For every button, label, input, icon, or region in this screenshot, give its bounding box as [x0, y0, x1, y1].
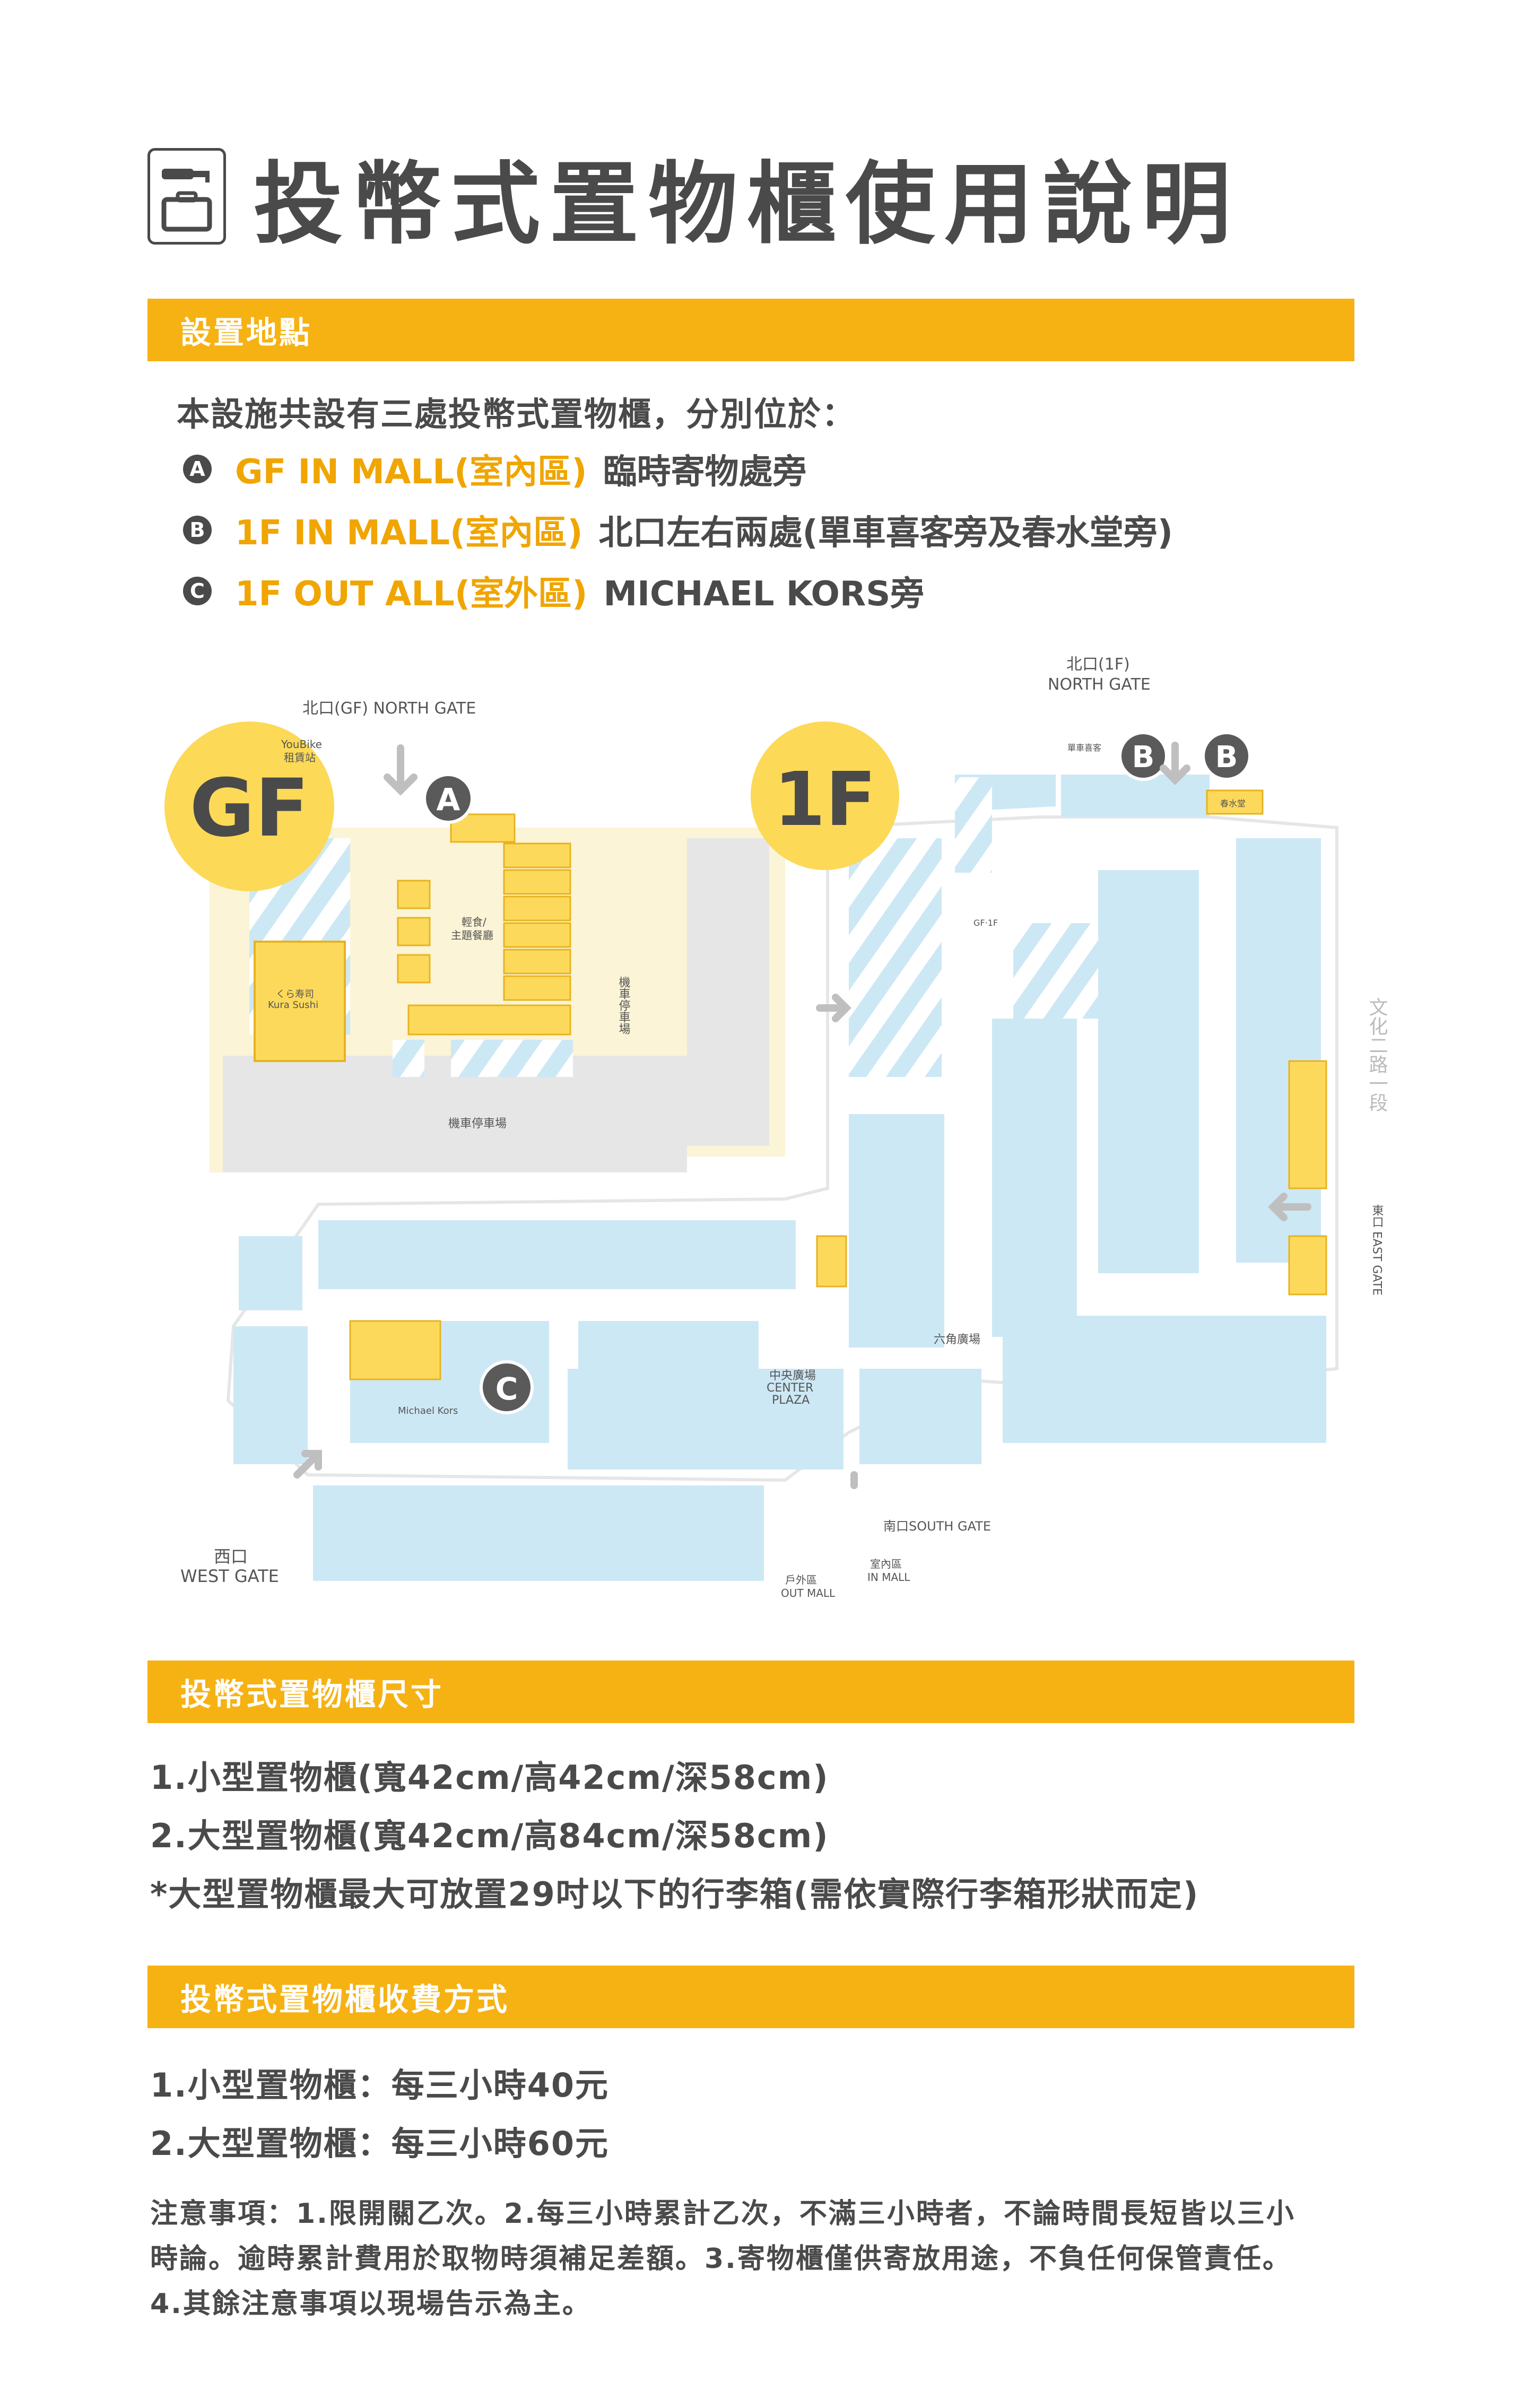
west-gate-zh: 西口: [214, 1546, 248, 1567]
location-item-c: C 1F OUT ALL(室外區) MICHAEL KORS旁: [183, 567, 924, 615]
badge-b-icon: B: [183, 516, 212, 544]
center-plaza-en2: PLAZA: [772, 1394, 810, 1407]
size-line-3: *大型置物櫃最大可放置29吋以下的行李箱(需依實際行李箱形狀而定): [150, 1875, 1199, 1914]
marker-b-right: B: [1202, 731, 1251, 781]
gf1f-label: GF·1F: [973, 918, 998, 928]
in-mall-en: IN MALL: [867, 1571, 910, 1584]
in-mall-zh: 室內區: [870, 1558, 902, 1570]
arrow-right-icon: [816, 994, 851, 1022]
notes-line-2: 時論。逾時累計費用於取物時須補足差額。3.寄物櫃僅供寄放用途，不負任何保管責任。: [150, 2243, 1292, 2275]
marker-b-left: B: [1118, 731, 1168, 781]
road-name-label: 文化二路一段: [1366, 997, 1388, 1112]
svg-text:C: C: [495, 1371, 518, 1407]
section-header-location: 設置地點: [147, 299, 1354, 361]
mall-map: GF 1F A B B C 北口(GF) NORTH GATE YouBike …: [164, 655, 1388, 1599]
1f-badge-text: 1F: [773, 757, 876, 843]
svg-text:B: B: [1215, 740, 1238, 775]
size-line-2: 2.大型置物櫃(寬42cm/高84cm/深58cm): [150, 1816, 829, 1855]
gf-north-gate-label: 北口(GF) NORTH GATE: [302, 699, 476, 718]
arrow-down-icon: [384, 744, 418, 796]
bike-shop-label: 單車喜客: [1067, 743, 1101, 753]
location-intro: 本設施共設有三處投幣式置物櫃，分別位於：: [177, 395, 856, 433]
notes-line-1: 注意事項：1.限開關乙次。2.每三小時累計乙次，不滿三小時者，不論時間長短皆以三…: [150, 2198, 1295, 2230]
size-line-1: 1.小型置物櫃(寬42cm/高42cm/深58cm): [150, 1758, 829, 1797]
east-gate-label: 東口 EAST GATE: [1370, 1204, 1384, 1296]
title-row: 投幣式置物櫃使用說明: [147, 143, 1240, 256]
youbike-label-2: 租賃站: [284, 751, 316, 764]
hexagon-plaza-label: 六角廣場: [934, 1333, 980, 1346]
section-header-size: 投幣式置物櫃尺寸: [147, 1661, 1354, 1723]
fee-line-2: 2.大型置物櫃：每三小時60元: [150, 2124, 609, 2163]
arrow-down-icon: [1160, 742, 1190, 785]
north-gate-1f-en: NORTH GATE: [1048, 675, 1151, 694]
tea-shop-label: 春水堂: [1220, 798, 1246, 809]
fee-line-1: 1.小型置物櫃：每三小時40元: [150, 2066, 609, 2105]
out-mall-en: OUT MALL: [781, 1587, 836, 1599]
north-gate-1f-zh: 北口(1F): [1066, 655, 1130, 674]
location-c-text: MICHAEL KORS旁: [603, 575, 925, 614]
light-meal-label: 輕食/: [462, 916, 486, 928]
kura-label-2: Kura Sushi: [268, 999, 318, 1011]
south-gate-label: 南口SOUTH GATE: [883, 1519, 991, 1534]
locker-icon: [147, 148, 226, 245]
page-title: 投幣式置物櫃使用說明: [254, 152, 1240, 256]
moto-parking-label: 機車停車場: [448, 1117, 507, 1131]
michael-kors-label: Michael Kors: [398, 1405, 458, 1416]
marker-a: A: [423, 773, 474, 824]
arrow-left-icon: [1268, 1193, 1311, 1221]
location-c-highlight: 1F OUT ALL(室外區): [235, 575, 588, 614]
light-meal-label-2: 主題餐廳: [451, 929, 493, 942]
1f-badge: 1F: [751, 721, 899, 870]
location-item-a: A GF IN MALL(室內區) 臨時寄物處旁: [183, 445, 806, 493]
1f-area: [226, 775, 1338, 1581]
moto-parking-vertical-label: 機車停車場: [617, 976, 631, 1035]
svg-text:A: A: [437, 781, 460, 818]
out-mall-zh: 戶外區: [785, 1574, 817, 1586]
svg-text:B: B: [1132, 740, 1155, 775]
section-header-fee: 投幣式置物櫃收費方式: [147, 1966, 1354, 2028]
gf-badge-text: GF: [189, 762, 309, 855]
kura-label: くら寿司: [276, 989, 314, 1000]
west-gate-en: WEST GATE: [180, 1566, 279, 1586]
gf-badge: GF: [164, 721, 334, 891]
center-plaza-en1: CENTER: [767, 1381, 813, 1395]
badge-c-icon: C: [183, 577, 212, 605]
notes-line-3: 4.其餘注意事項以現場告示為主。: [150, 2288, 592, 2320]
center-plaza-zh: 中央廣場: [769, 1369, 816, 1383]
location-item-b: B 1F IN MALL(室內區) 北口左右兩處(單車喜客旁及春水堂旁): [183, 506, 1173, 554]
location-b-text: 北口左右兩處(單車喜客旁及春水堂旁): [598, 514, 1173, 553]
location-b-highlight: 1F IN MALL(室內區): [235, 514, 583, 553]
location-a-text: 臨時寄物處旁: [603, 453, 807, 492]
badge-a-icon: A: [183, 455, 212, 483]
location-a-highlight: GF IN MALL(室內區): [235, 453, 587, 492]
marker-c: C: [480, 1360, 534, 1414]
youbike-label: YouBike: [281, 738, 322, 751]
arrow-up-right-icon: [293, 1450, 322, 1479]
